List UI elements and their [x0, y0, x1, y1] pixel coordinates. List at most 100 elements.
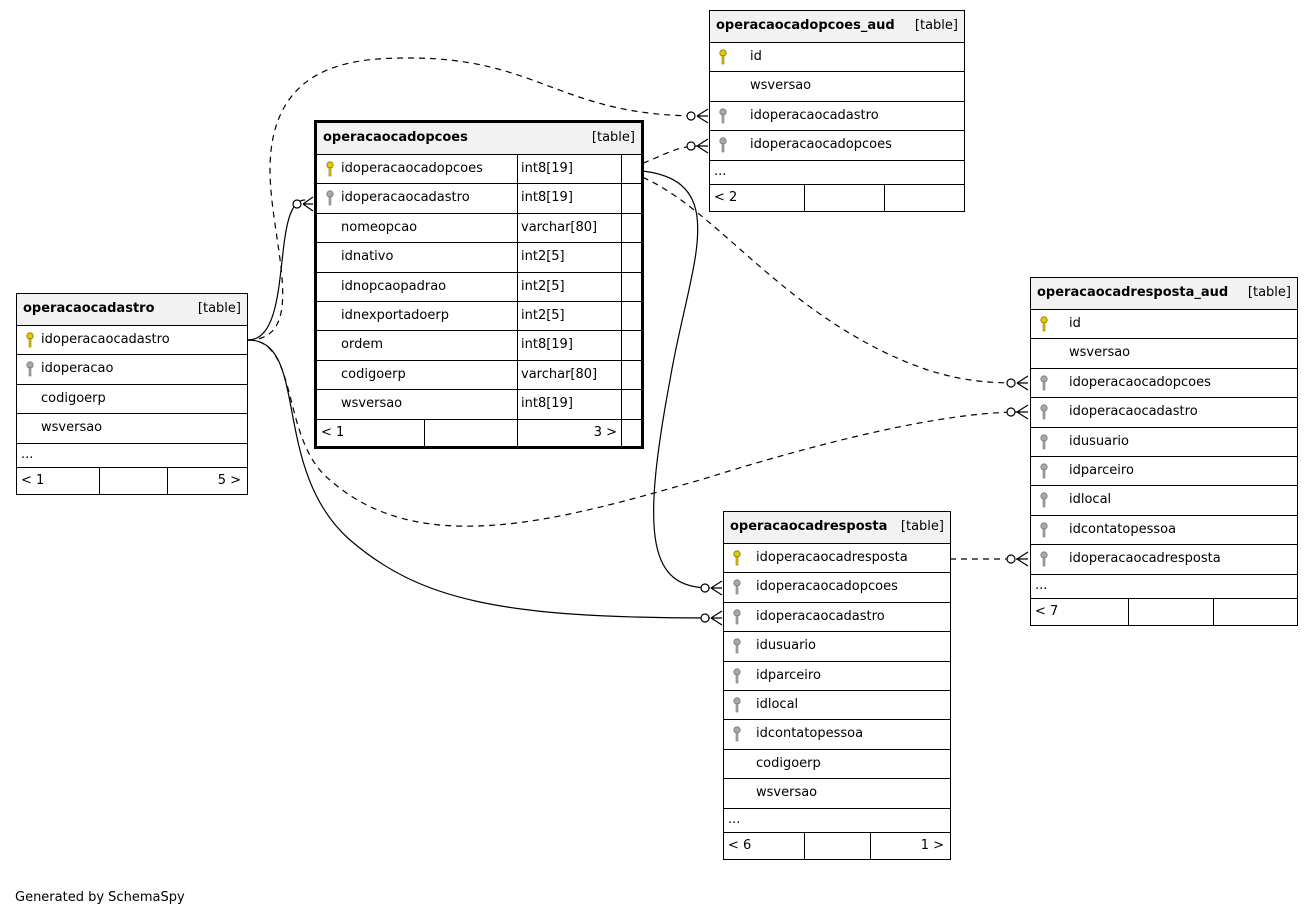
table-name: operacaocadresposta_aud — [1037, 285, 1229, 300]
column-name: idoperacaocadopcoes — [756, 579, 898, 595]
column-divider — [621, 301, 622, 331]
table-type-tag: [table] — [900, 519, 944, 534]
table-header: operacaocadresposta_aud [table] — [1031, 278, 1297, 310]
table-type-tag: [table] — [591, 130, 635, 145]
column-row[interactable]: wsversao — [724, 779, 950, 809]
table-name: operacaocadastro — [23, 301, 155, 316]
column-name: idoperacaocadopcoes — [1069, 374, 1211, 390]
table-header: operacaocadopcoes [table] — [317, 123, 641, 155]
column-type: varchar[80] — [517, 360, 597, 390]
footer-divider — [424, 419, 425, 446]
column-row[interactable]: idcontatopessoa — [1031, 516, 1297, 546]
column-name: idlocal — [1069, 492, 1112, 508]
column-name: idnativo — [341, 249, 394, 265]
footer-divider — [804, 832, 805, 859]
column-row[interactable]: wsversao — [710, 72, 964, 102]
foreign-key-icon — [326, 190, 334, 206]
foreign-key-icon — [1040, 463, 1048, 479]
column-row[interactable]: idoperacaocadastro — [710, 102, 964, 132]
column-row[interactable]: idoperacaocadastro — [724, 603, 950, 633]
foreign-key-icon — [733, 609, 741, 625]
table-header: operacaocadresposta [table] — [724, 512, 950, 544]
column-name: idoperacaocadastro — [341, 190, 470, 206]
column-row[interactable]: idoperacaocadresposta — [1031, 545, 1297, 575]
children-count: 5 > — [217, 472, 241, 488]
foreign-key-icon — [26, 361, 34, 377]
primary-key-icon — [719, 49, 727, 65]
column-type: int2[5] — [517, 301, 565, 331]
foreign-key-icon — [719, 137, 727, 153]
end-marker — [700, 580, 723, 596]
column-row[interactable]: wsversao — [17, 414, 247, 444]
foreign-key-icon — [733, 667, 741, 684]
generated-by-credit: Generated by SchemaSpy — [15, 890, 185, 905]
column-row[interactable]: wsversao — [1031, 339, 1297, 369]
column-name: idoperacaocadastro — [756, 608, 885, 624]
column-name: idoperacaocadresposta — [1069, 551, 1221, 567]
column-name: wsversao — [1069, 345, 1131, 361]
children-count: 1 > — [920, 837, 944, 853]
end-marker — [1006, 551, 1029, 567]
ellipsis-text: ... — [728, 811, 741, 827]
column-row[interactable]: idparceiro — [724, 662, 950, 691]
table-name: operacaocadopcoes — [323, 130, 468, 145]
column-type: int8[19] — [517, 390, 573, 419]
column-row[interactable]: idlocal — [724, 691, 950, 721]
column-row[interactable]: idoperacaocadopcoes — [724, 573, 950, 603]
table-operacaocadresposta-aud[interactable]: operacaocadresposta_aud [table] id wsvers… — [1030, 277, 1298, 626]
column-row[interactable]: id — [1031, 310, 1297, 340]
column-row[interactable]: idusuario — [1031, 428, 1297, 457]
table-type-tag: [table] — [914, 18, 958, 33]
table-type-tag: [table] — [197, 301, 241, 316]
column-divider — [621, 155, 622, 184]
parents-count: < 7 — [1035, 603, 1059, 619]
column-row[interactable]: idcontatopessoa — [724, 720, 950, 750]
parents-count: < 1 — [21, 472, 45, 488]
column-name: codigoerp — [756, 755, 821, 771]
table-operacaocadopcoes-aud[interactable]: operacaocadopcoes_aud [table] id wsversa… — [709, 10, 965, 212]
primary-key-icon — [733, 550, 741, 566]
column-row[interactable]: codigoerp — [724, 750, 950, 780]
column-name: idoperacaocadopcoes — [750, 137, 892, 153]
column-row[interactable]: idusuario — [724, 632, 950, 662]
table-name: operacaocadresposta — [730, 519, 888, 534]
column-row[interactable]: idoperacaocadastro — [17, 326, 247, 356]
column-row[interactable]: idoperacaocadresposta — [724, 544, 950, 574]
table-operacaocadastro[interactable]: operacaocadastro [table] idoperacaocadas… — [16, 293, 248, 495]
column-divider — [621, 243, 622, 272]
column-name: wsversao — [756, 785, 818, 801]
foreign-key-icon — [1040, 375, 1048, 391]
table-operacaocadresposta[interactable]: operacaocadresposta [table] idoperacaoca… — [723, 511, 951, 860]
foreign-key-icon — [1040, 551, 1048, 567]
table-footer: < 1 3 > — [317, 419, 641, 446]
column-row[interactable]: idoperacaocadopcoes — [710, 131, 964, 161]
column-row[interactable]: idoperacao — [17, 355, 247, 385]
foreign-key-icon — [733, 579, 741, 595]
column-row[interactable]: idparceiro — [1031, 457, 1297, 487]
table-header: operacaocadastro [table] — [17, 294, 247, 326]
column-type: int2[5] — [517, 272, 565, 301]
children-count: 3 > — [593, 424, 617, 440]
table-operacaocadopcoes[interactable]: operacaocadopcoes [table] idoperacaocado… — [314, 120, 644, 449]
table-footer: < 6 1 > — [724, 832, 950, 859]
foreign-key-icon — [1040, 433, 1048, 450]
column-row[interactable]: id — [710, 43, 964, 73]
column-row[interactable]: idoperacaocadastro — [1031, 398, 1297, 428]
column-row[interactable]: codigoerp — [17, 385, 247, 415]
column-name: codigoerp — [41, 390, 106, 406]
primary-key-icon — [26, 332, 34, 348]
more-columns: ... — [710, 161, 964, 185]
edge-cadastro-to-opcoes — [247, 199, 306, 341]
ellipsis-text: ... — [21, 446, 34, 462]
column-row[interactable]: idlocal — [1031, 486, 1297, 516]
column-row[interactable]: idoperacaocadopcoes — [1031, 369, 1297, 399]
